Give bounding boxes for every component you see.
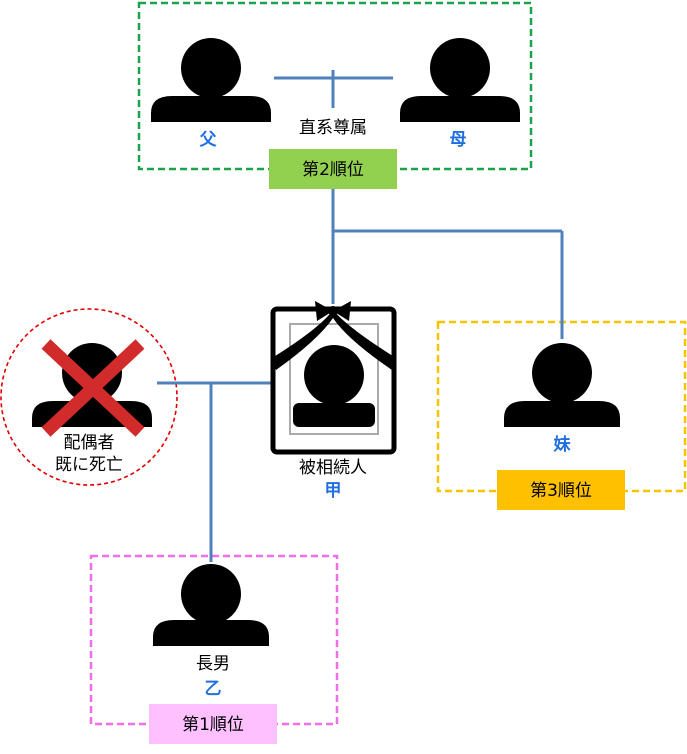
deceased-name: 甲 [325,481,342,501]
deceased-person-icon [293,345,375,427]
rank-2-badge [269,149,397,189]
family-lines [157,70,564,562]
son-label: 長男 [196,654,230,674]
father-name: 父 [199,130,218,150]
son-person-icon [153,564,269,646]
sister-name: 妹 [553,434,572,455]
relation-label: 直系尊属 [299,118,367,138]
rank-2-label: 第2順位 [302,160,364,180]
spouse-label-line1: 配偶者 [64,433,115,453]
spouse-deceased-circle [0,308,178,486]
mother-person-icon [400,38,520,122]
father-person-icon [151,38,271,122]
memorial-frame [270,306,397,455]
rank-3-badge [497,470,625,510]
rank-3-label: 第3順位 [530,481,592,501]
cross-mark-icon [41,339,145,437]
mother-name: 母 [450,130,467,150]
spouse-label-line2: 既に死亡 [55,455,123,475]
rank-1-badge [149,704,277,744]
deceased-label: 被相続人 [299,458,367,478]
rank-1-label: 第1順位 [182,715,244,735]
son-group-box [89,554,339,726]
sister-person-icon [504,343,620,427]
mourning-ribbon-icon [272,301,396,370]
son-name: 乙 [205,679,222,699]
